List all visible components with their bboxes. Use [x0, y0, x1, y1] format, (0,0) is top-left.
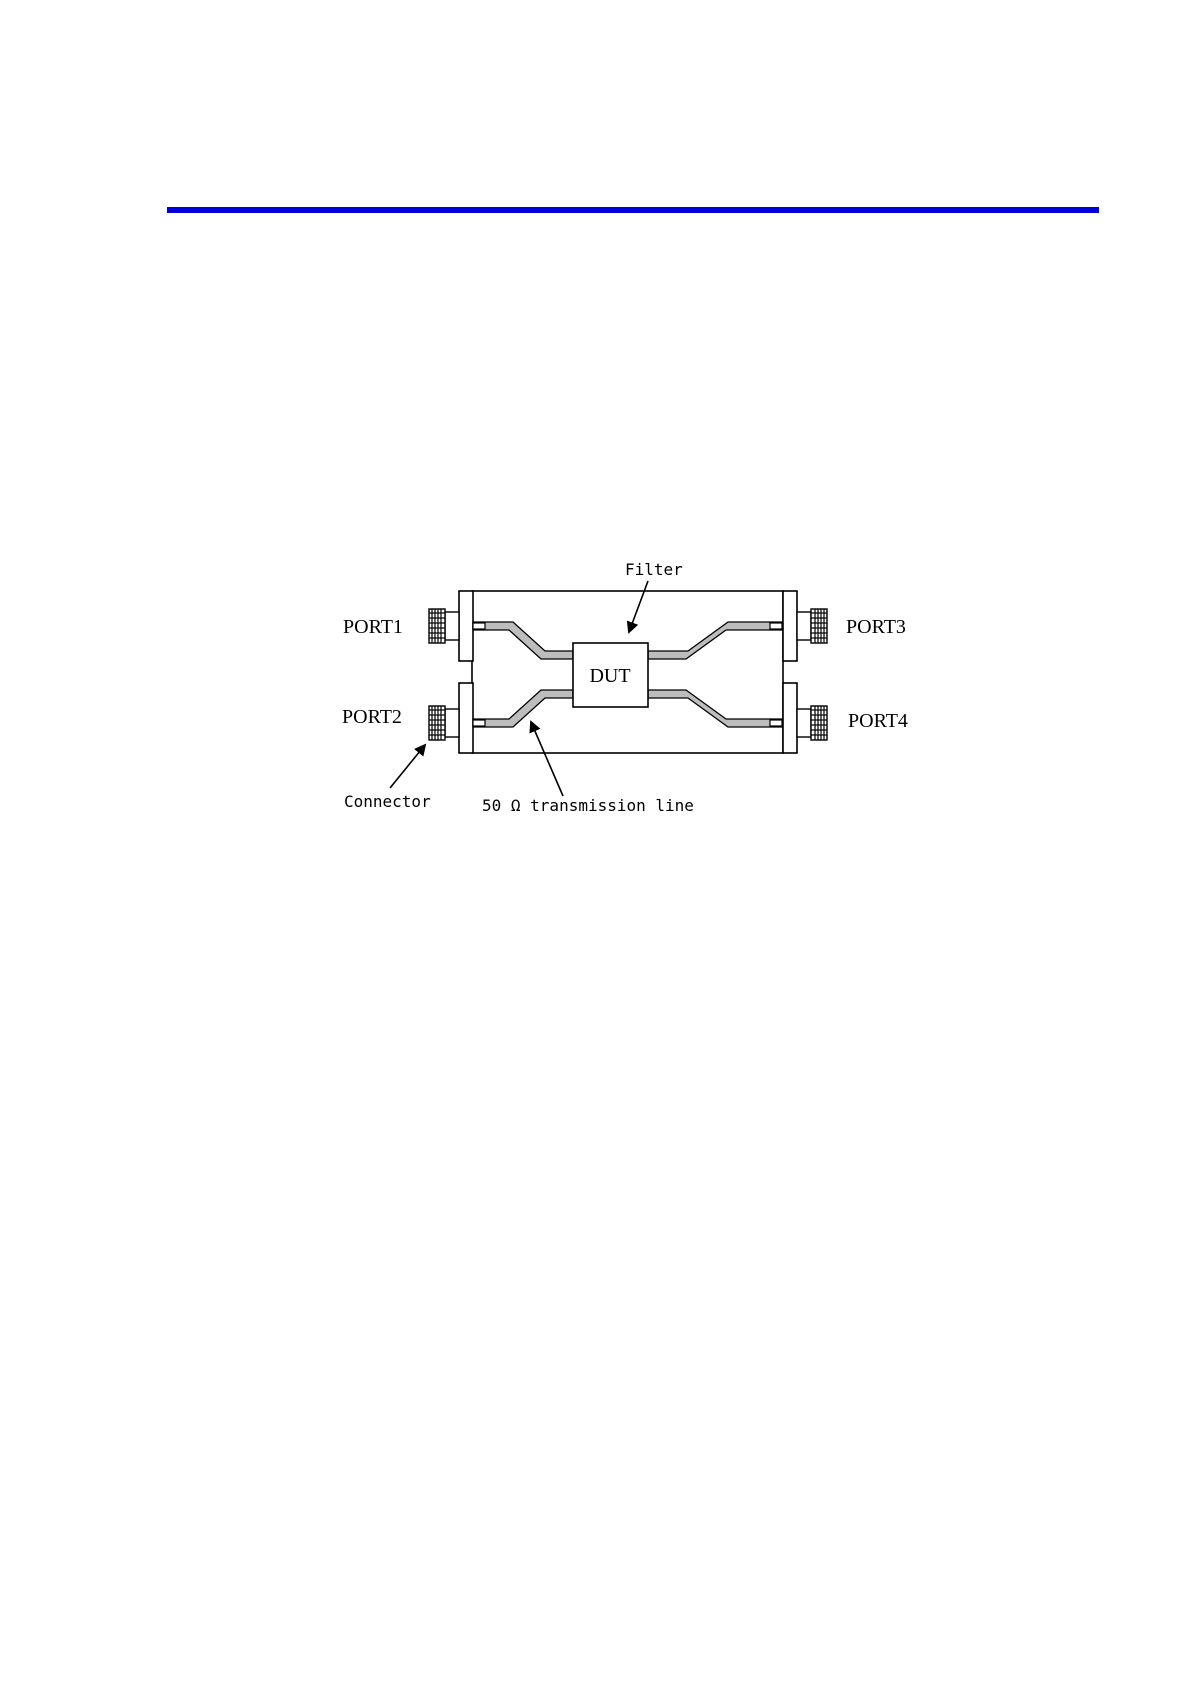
transmission-line-callout-label: 50 Ω transmission line — [482, 796, 694, 815]
connector-callout-label: Connector — [344, 792, 431, 811]
pin-tab-2 — [473, 720, 485, 726]
right-plate-top — [783, 591, 797, 661]
port1-label: PORT1 — [343, 616, 403, 638]
connector-port4 — [797, 706, 827, 740]
connector-port2 — [429, 706, 459, 740]
filter-callout-label: Filter — [625, 560, 683, 579]
pin-tab-3 — [770, 623, 782, 629]
port2-label: PORT2 — [342, 706, 402, 728]
port4-label: PORT4 — [848, 710, 908, 732]
pin-tab-4 — [770, 720, 782, 726]
port3-label: PORT3 — [846, 616, 906, 638]
right-plate-bottom — [783, 683, 797, 753]
dut-label: DUT — [589, 665, 630, 687]
connector-port1 — [429, 609, 459, 643]
pin-tab-1 — [473, 623, 485, 629]
connector-arrow — [390, 745, 425, 788]
left-plate-top — [459, 591, 473, 661]
connector-port3 — [797, 609, 827, 643]
left-plate-bottom — [459, 683, 473, 753]
